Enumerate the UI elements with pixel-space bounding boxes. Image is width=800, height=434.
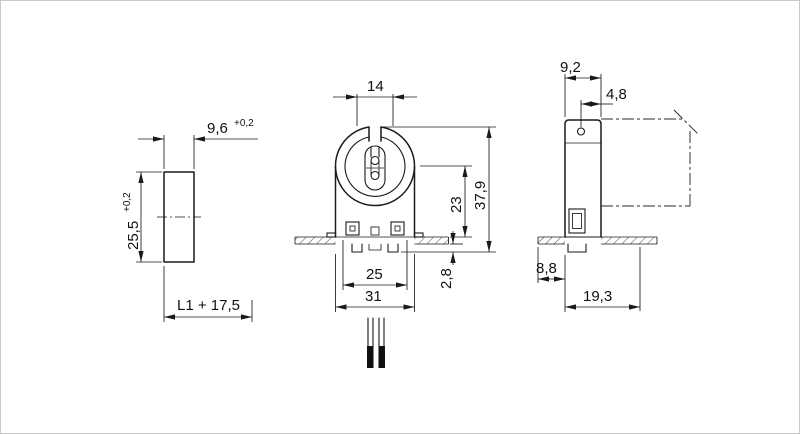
dim-hole-offset-label: 4,8 bbox=[606, 86, 627, 103]
terminal-right bbox=[390, 221, 405, 236]
lead-wires bbox=[367, 317, 385, 368]
snap-foot-right bbox=[387, 243, 399, 253]
flange-tab-right bbox=[413, 232, 424, 238]
dim-axis-height: 23 bbox=[420, 165, 472, 238]
dim-plate-height-label: 25,5 bbox=[125, 221, 142, 250]
dim-rear-depth-label: 8,8 bbox=[536, 260, 557, 277]
pilot-hole bbox=[576, 127, 586, 136]
dim-axis-height-label: 23 bbox=[448, 196, 465, 213]
dim-overall-height-label: 37,9 bbox=[472, 181, 489, 210]
dim-hole-offset: 4,8 bbox=[580, 86, 627, 127]
holder-head-inner-ring bbox=[344, 136, 406, 197]
dim-plate-height-tolerance: +0,2 bbox=[122, 192, 133, 212]
dim-head-depth-label: 9,2 bbox=[560, 59, 581, 76]
wire-end-right bbox=[378, 346, 385, 368]
terminal-left bbox=[345, 221, 360, 236]
dim-snap-protrusion: 2,8 bbox=[438, 231, 463, 289]
dim-slot-width-label: 14 bbox=[367, 78, 384, 95]
rotor-socket bbox=[364, 145, 386, 191]
side-view: 9,2 4,8 8,8 19,3 bbox=[536, 59, 699, 312]
wire-end-left bbox=[367, 346, 374, 368]
dim-terminal-span: 25 bbox=[342, 240, 408, 290]
terminals-front bbox=[345, 221, 405, 236]
dim-mounting-length-label: L1 + 17,5 bbox=[177, 297, 240, 314]
front-view: 14 25 31 23 bbox=[294, 78, 496, 368]
holder-head-outline bbox=[334, 126, 416, 207]
terminal-window-inner bbox=[572, 213, 582, 229]
dim-plate-height: 25,5 +0,2 bbox=[122, 171, 162, 263]
left-view: 9,6 +0,2 25,5 +0,2 L1 + 17,5 bbox=[122, 118, 258, 322]
center-detail bbox=[370, 226, 380, 236]
dim-terminal-span-label: 25 bbox=[366, 266, 383, 283]
dim-overall-depth: 19,3 bbox=[564, 247, 641, 312]
center-tab bbox=[368, 244, 382, 251]
phantom-lamp-outline bbox=[601, 109, 699, 207]
dim-mounting-length: L1 + 17,5 bbox=[163, 266, 253, 322]
dim-overall-depth-label: 19,3 bbox=[583, 288, 612, 305]
dim-plate-width-tolerance: +0,2 bbox=[234, 118, 254, 129]
terminal-window bbox=[568, 208, 586, 234]
snap-foot-side bbox=[567, 243, 587, 253]
dim-plate-width: 9,6 +0,2 bbox=[138, 118, 258, 169]
dim-plate-width-label: 9,6 bbox=[207, 120, 228, 137]
flange-tab-left bbox=[326, 232, 337, 238]
dim-rear-depth: 8,8 bbox=[536, 247, 565, 283]
snap-foot-left bbox=[351, 243, 363, 253]
dim-snap-protrusion-label: 2,8 bbox=[438, 268, 455, 289]
dim-body-width-label: 31 bbox=[365, 288, 382, 305]
base-features bbox=[326, 232, 424, 253]
pin-hole-bottom bbox=[370, 170, 380, 181]
dim-overall-height: 37,9 bbox=[383, 126, 496, 253]
dim-body-width: 31 bbox=[335, 254, 415, 312]
dim-slot-width: 14 bbox=[333, 78, 417, 126]
side-body-outline bbox=[564, 119, 602, 238]
pin-hole-top bbox=[370, 155, 380, 166]
mounting-plate-side bbox=[537, 236, 658, 245]
dim-head-depth: 9,2 bbox=[560, 59, 602, 117]
